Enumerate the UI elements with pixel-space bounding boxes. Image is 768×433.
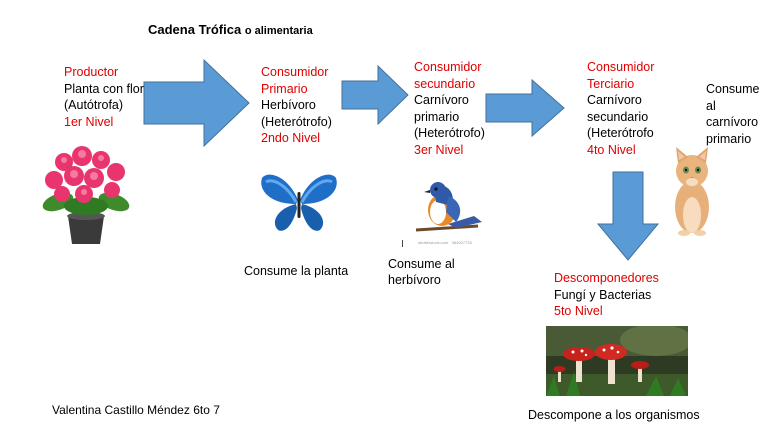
primary-level: 2ndo Nivel <box>261 131 321 145</box>
bird-marker <box>402 240 403 247</box>
tertiary-caption-3: carnívoro <box>706 115 759 129</box>
secondary-caption: Consume al herbívoro <box>388 256 455 288</box>
tertiary-caption-4: primario <box>706 131 752 146</box>
secondary-heading-1: Consumidor <box>414 60 482 74</box>
secondary-desc-3: (Heterótrofo) <box>414 126 485 140</box>
decomposer-desc: Fungí y Bacterias <box>554 287 652 302</box>
mushrooms-icon <box>546 326 688 396</box>
bird-icon <box>412 172 484 244</box>
diagram-title: Cadena Trófica o alimentaria <box>148 22 313 37</box>
primary-desc-2: (Heterótrofo) <box>261 114 332 129</box>
decomposer-caption: Descompone a los organismos <box>528 408 700 422</box>
decomposer-heading: Descomponedores <box>554 271 659 285</box>
secondary-caption-2: herbívoro <box>388 273 441 287</box>
arrow-down-icon <box>596 171 660 261</box>
primary-heading-1: Consumidor <box>261 65 329 79</box>
title-main: Cadena Trófica <box>148 22 242 37</box>
tertiary-heading-1: Consumidor <box>587 60 655 74</box>
kitten-icon <box>675 147 709 236</box>
decomposer-level: 5to Nivel <box>554 304 603 318</box>
tertiary-caption: Consume al carnívoro primario <box>706 81 760 147</box>
tertiary-desc-1: Carnívoro <box>587 93 642 107</box>
secondary-desc-1: Carnívoro <box>414 93 469 107</box>
tertiary-level: 4to Nivel <box>587 142 636 157</box>
node-decomposers: Descomponedores Fungí y Bacterias 5to Ni… <box>554 270 659 320</box>
arrow-3-icon <box>485 78 565 138</box>
secondary-level: 3er Nivel <box>414 142 464 157</box>
tertiary-caption-1: Consume <box>706 82 760 96</box>
node-producer: Productor Planta con flor (Autótrofa) 1e… <box>64 64 144 130</box>
node-secondary-consumer: Consumidor secundario Carnívoro primario… <box>414 59 485 158</box>
title-suffix: o alimentaria <box>244 25 313 37</box>
secondary-heading-2: secundario <box>414 76 476 91</box>
flower-pot-icon <box>42 146 130 244</box>
arrow-2-icon <box>341 64 409 126</box>
butterfly-icon <box>261 174 337 231</box>
tertiary-caption-2: al <box>706 98 716 113</box>
node-primary-consumer: Consumidor Primario Herbívoro (Heterótro… <box>261 64 332 147</box>
tertiary-desc-3: (Heterótrofo <box>587 126 654 140</box>
primary-caption: Consume la planta <box>244 264 349 278</box>
tertiary-heading-2: Terciario <box>587 76 635 91</box>
primary-heading-2: Primario <box>261 81 308 96</box>
producer-level: 1er Nivel <box>64 114 114 129</box>
producer-heading: Productor <box>64 65 119 79</box>
primary-desc-1: Herbívoro <box>261 98 316 112</box>
secondary-caption-1: Consume al <box>388 257 455 271</box>
tertiary-desc-2: secundario <box>587 109 649 124</box>
producer-desc-1: Planta con flor <box>64 81 144 96</box>
producer-desc-2: (Autótrofa) <box>64 98 124 112</box>
author-credit: Valentina Castillo Méndez 6to 7 <box>52 403 220 417</box>
bird-watermark: shutterstock.com · 364007733 <box>418 240 472 245</box>
arrow-1-icon <box>143 58 250 148</box>
node-tertiary-consumer: Consumidor Terciario Carnívoro secundari… <box>587 59 659 158</box>
secondary-desc-2: primario <box>414 109 460 124</box>
